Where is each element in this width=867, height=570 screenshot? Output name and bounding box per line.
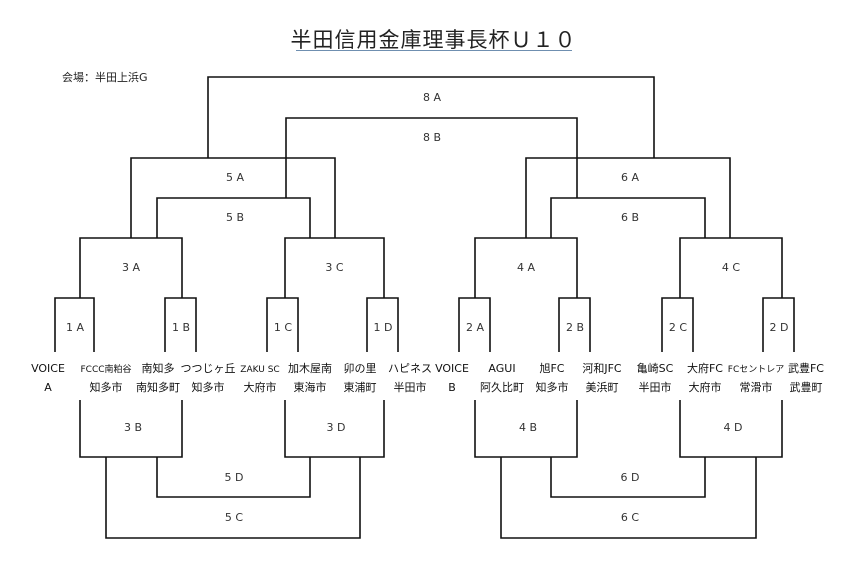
- team-city-1: A: [44, 381, 52, 394]
- bracket-line-m6d: [550, 457, 706, 498]
- team-name-12: 河和JFC: [582, 362, 622, 375]
- match-label-m5a: 5 A: [226, 171, 244, 184]
- bracket-line-m2d: [762, 297, 795, 352]
- team-name-14: 大府FC: [687, 361, 723, 375]
- match-label-m3b: 3 B: [124, 421, 142, 434]
- bracket-line-m5b: [156, 197, 311, 238]
- match-label-m5b: 5 B: [226, 211, 244, 224]
- bracket-line-m1b: [164, 297, 197, 352]
- team-city-13: 半田市: [639, 380, 672, 394]
- bracket-line-m3d: [284, 400, 385, 458]
- team-name-2: FCCC南粕谷: [80, 363, 131, 375]
- team-city-10: 阿久比町: [480, 381, 524, 394]
- team-name-6: 加木屋南: [288, 362, 332, 375]
- team-city-15: 常滑市: [740, 380, 773, 394]
- team-name-4: つつじヶ丘: [181, 362, 236, 375]
- team-name-15: FCセントレア: [728, 364, 784, 375]
- match-label-m5c: 5 C: [225, 511, 243, 524]
- title-underline: [296, 50, 572, 51]
- bracket-line-m5d: [156, 457, 311, 498]
- match-label-m6b: 6 B: [621, 211, 639, 224]
- team-name-16: 武豊FC: [788, 362, 824, 375]
- match-label-m3d: 3 D: [327, 421, 346, 434]
- team-name-8: ハピネス: [388, 362, 432, 375]
- bracket-line-m1c: [266, 297, 299, 352]
- bracket-line-m2c: [661, 297, 694, 352]
- team-name-10: AGUI: [488, 362, 515, 375]
- team-name-3: 南知多: [142, 361, 175, 375]
- bracket-line-m1d: [366, 297, 399, 352]
- bracket-line-m4c: [679, 237, 783, 298]
- bracket-line-m2b: [558, 297, 591, 352]
- venue-label: 会場：: [62, 71, 95, 84]
- match-label-m5d: 5 D: [225, 471, 244, 484]
- team-city-11: 知多市: [536, 380, 569, 394]
- bracket-line-m6a: [525, 157, 731, 238]
- team-name-13: 亀崎SC: [637, 361, 674, 375]
- bracket-line-m3b: [79, 400, 183, 458]
- bracket-line-m4b: [474, 400, 578, 458]
- page-title: 半田信用金庫理事長杯Ｕ１０: [290, 28, 577, 52]
- team-name-7: 卯の里: [344, 362, 377, 375]
- match-label-m1b: 1 B: [172, 321, 190, 334]
- bracket-line-m1a: [54, 297, 95, 352]
- match-label-m2d: 2 D: [770, 321, 789, 334]
- team-city-14: 大府市: [689, 380, 722, 394]
- team-city-6: 東海市: [294, 380, 327, 394]
- team-city-8: 半田市: [394, 380, 427, 394]
- team-city-7: 東浦町: [344, 381, 377, 394]
- match-label-m8a: 8 A: [423, 91, 441, 104]
- team-city-4: 知多市: [192, 380, 225, 394]
- bracket-line-m6b: [550, 197, 706, 238]
- venue-info: 会場：半田上浜G: [62, 69, 148, 85]
- match-label-m4c: 4 C: [722, 261, 740, 274]
- team-name-11: 旭FC: [539, 361, 564, 375]
- match-label-m1d: 1 D: [374, 321, 393, 334]
- match-label-m2c: 2 C: [669, 321, 687, 334]
- match-label-m8b: 8 B: [423, 131, 441, 144]
- team-city-16: 武豊町: [790, 381, 823, 394]
- team-name-1: VOICE: [31, 362, 65, 375]
- match-label-m4d: 4 D: [724, 421, 743, 434]
- venue-name: 半田上浜G: [95, 71, 148, 84]
- team-city-3: 南知多町: [136, 380, 180, 394]
- bracket-line-m5c: [105, 457, 361, 539]
- match-label-m6d: 6 D: [621, 471, 640, 484]
- bracket-line-m5a: [130, 157, 336, 238]
- match-label-m4b: 4 B: [519, 421, 537, 434]
- match-label-m4a: 4 A: [517, 261, 535, 274]
- team-city-9: B: [448, 381, 456, 394]
- bracket-line-m6c: [500, 457, 757, 539]
- match-label-m3a: 3 A: [122, 261, 140, 274]
- team-name-9: VOICE: [435, 362, 469, 375]
- team-city-12: 美浜町: [586, 381, 619, 394]
- match-label-m3c: 3 C: [325, 261, 343, 274]
- match-label-m6c: 6 C: [621, 511, 639, 524]
- match-label-m1c: 1 C: [274, 321, 292, 334]
- match-label-m1a: 1 A: [66, 321, 84, 334]
- team-name-5: ZAKU SC: [240, 365, 279, 375]
- match-label-m2b: 2 B: [566, 321, 584, 334]
- bracket-line-m8a: [207, 76, 655, 158]
- match-label-m2a: 2 A: [466, 321, 484, 334]
- bracket-line-m4d: [679, 400, 783, 458]
- bracket-line-m8b: [285, 117, 578, 198]
- team-city-2: 知多市: [90, 380, 123, 394]
- match-label-m6a: 6 A: [621, 171, 639, 184]
- team-city-5: 大府市: [244, 380, 277, 394]
